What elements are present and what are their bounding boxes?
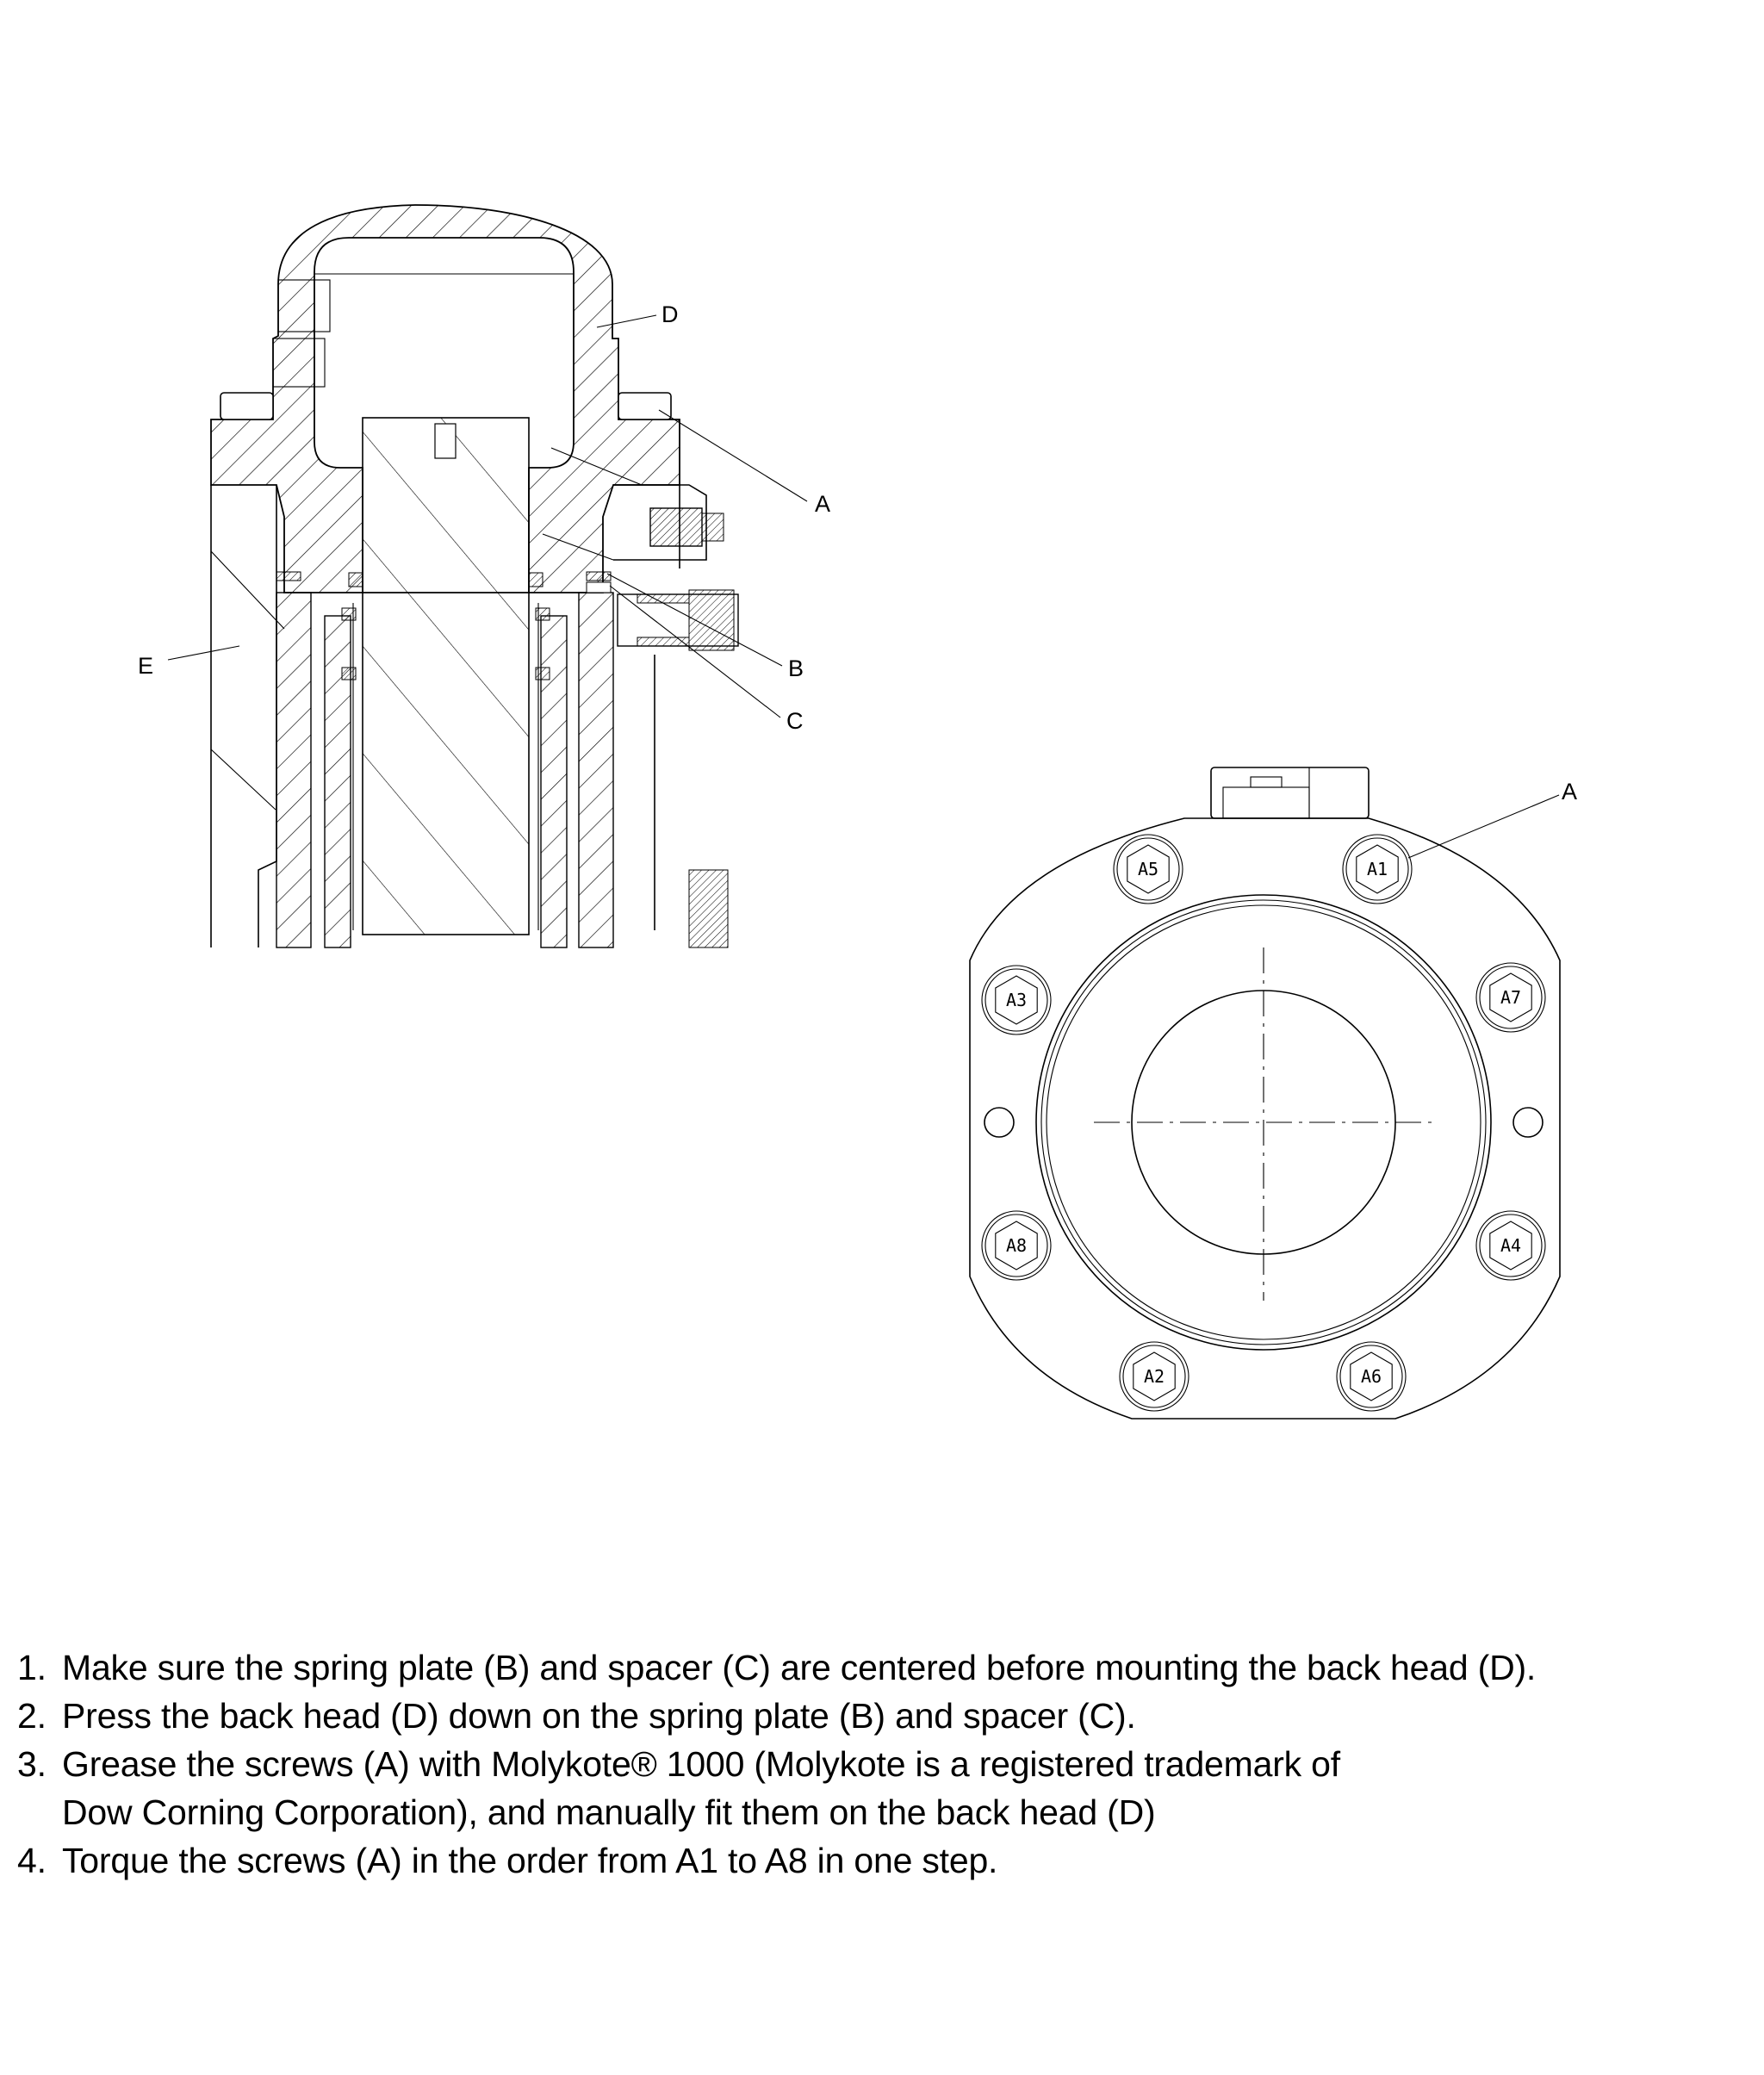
dowel-hole-right (1512, 1107, 1544, 1138)
bolt-a5: A5 (1113, 834, 1183, 904)
step-4: 4.Torque the screws (A) in the order fro… (17, 1841, 998, 1880)
bolt-label: A6 (1361, 1366, 1382, 1387)
bolt-label: A5 (1138, 859, 1158, 879)
section-view: D A B C E (138, 204, 830, 948)
sleeve-right-inner (540, 615, 568, 948)
hex-head-icon (995, 1221, 1038, 1270)
step-3-continuation: Dow Corning Corporation), and manually f… (62, 1792, 1156, 1832)
bolt-a4: A4 (1475, 1210, 1546, 1281)
bolt-label: A8 (1006, 1235, 1027, 1256)
screw-head-right (618, 392, 672, 420)
bolt-a6: A6 (1336, 1341, 1407, 1412)
bolt-a7: A7 (1475, 962, 1546, 1033)
label-a: A (815, 491, 830, 517)
label-e: E (138, 653, 153, 679)
hex-head-icon (1489, 972, 1532, 1022)
hex-head-icon (1489, 1221, 1532, 1270)
top-tab (1210, 767, 1370, 819)
bolt-label: A2 (1144, 1366, 1165, 1387)
bolt-a1: A1 (1342, 834, 1413, 904)
hex-head-icon (1350, 1351, 1393, 1401)
bolt-label: A1 (1367, 859, 1388, 879)
step-1: 1.Make sure the spring plate (B) and spa… (17, 1648, 1537, 1687)
spring-plate-b (586, 571, 612, 581)
hex-head-icon (1356, 844, 1399, 894)
step-2: 2.Press the back head (D) down on the sp… (17, 1696, 1136, 1736)
spacer-c (586, 581, 612, 593)
sleeve-left (276, 592, 312, 948)
bolt-a2: A2 (1119, 1341, 1189, 1412)
screw-head-left (220, 392, 274, 420)
flange-outline (969, 817, 1561, 1420)
instructions: 1.Make sure the spring plate (B) and spa… (17, 1643, 1536, 1885)
dowel-hole-left (984, 1107, 1015, 1138)
label-b: B (788, 655, 804, 681)
step-3: 3.Grease the screws (A) with Molykote® 1… (17, 1744, 1340, 1784)
label-d: D (662, 301, 679, 327)
bolt-label: A7 (1500, 987, 1521, 1008)
piston-hole (434, 423, 457, 459)
piston (362, 417, 530, 935)
hex-head-icon (995, 975, 1038, 1025)
bolt-a3: A3 (981, 965, 1052, 1035)
sleeve-right (578, 592, 614, 948)
bolt-label: A3 (1006, 990, 1027, 1010)
hex-head-icon (1133, 1351, 1176, 1401)
label-c: C (786, 708, 804, 734)
valve (649, 507, 703, 547)
bolt-a8: A8 (981, 1210, 1052, 1281)
sleeve-left-inner (324, 615, 351, 948)
bolt-label: A4 (1500, 1235, 1521, 1256)
hex-head-icon (1127, 844, 1170, 894)
label-a-end: A (1562, 779, 1577, 805)
